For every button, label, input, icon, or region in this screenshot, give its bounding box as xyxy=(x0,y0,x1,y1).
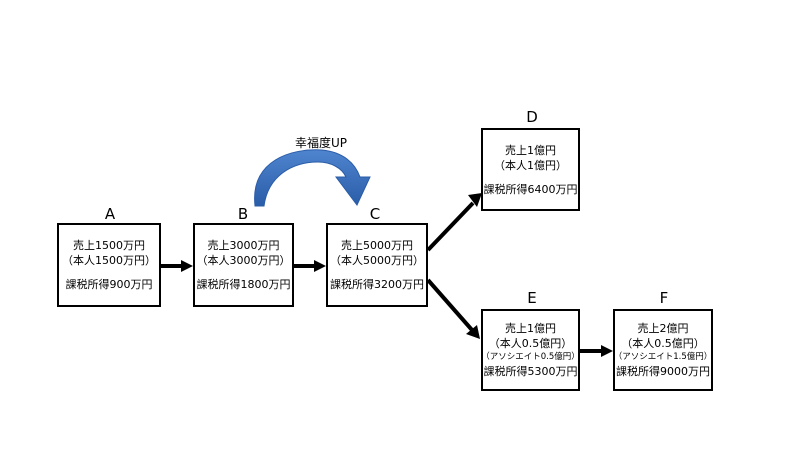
node-e-sales: 売上1億円 xyxy=(505,322,556,335)
node-b-income: 課税所得1800万円 xyxy=(196,278,291,291)
node-b-box: 売上3000万円 （本人3000万円） 課税所得1800万円 xyxy=(193,223,294,307)
arrowhead-c-to-e xyxy=(466,325,480,339)
node-a-self: （本人1500万円） xyxy=(62,254,156,267)
happiness-up-label: 幸福度UP xyxy=(295,136,348,150)
node-e-self: （本人0.5億円） xyxy=(488,337,573,350)
arrowhead-b-to-c xyxy=(314,260,326,272)
node-e-income: 課税所得5300万円 xyxy=(483,365,578,378)
node-c-sales: 売上5000万円 xyxy=(341,239,413,252)
node-b-letter: B xyxy=(237,205,249,223)
node-f-associate: （アソシエイト1.5億円） xyxy=(613,352,713,362)
node-b-self: （本人3000万円） xyxy=(196,254,291,267)
arrowhead-e-to-f xyxy=(601,345,613,357)
happiness-up-arc-arrow xyxy=(254,149,371,207)
node-c-letter: C xyxy=(369,205,381,223)
arrow-c-to-d xyxy=(426,201,475,252)
node-d-income: 課税所得6400万円 xyxy=(483,182,578,196)
node-d-letter: D xyxy=(526,108,538,126)
node-b-sales: 売上3000万円 xyxy=(207,239,280,252)
node-e-box: 売上1億円 （本人0.5億円） （アソシエイト0.5億円） 課税所得5300万円 xyxy=(481,309,580,391)
node-f-letter: F xyxy=(659,289,669,307)
arrow-c-to-e xyxy=(426,278,474,332)
arrowhead-c-to-d xyxy=(468,193,482,207)
node-f-self: （本人0.5億円） xyxy=(621,337,705,350)
node-f-sales: 売上2億円 xyxy=(637,322,689,335)
node-c-income: 課税所得3200万円 xyxy=(330,278,424,291)
node-a-income: 課税所得900万円 xyxy=(65,278,153,291)
node-f-income: 課税所得9000万円 xyxy=(616,365,710,378)
node-e-letter: E xyxy=(527,289,537,307)
node-c-self: （本人5000万円） xyxy=(330,254,424,267)
node-d-box: 売上1億円 （本人1億円） 課税所得6400万円 xyxy=(481,128,580,211)
node-d-sales: 売上1億円 xyxy=(505,143,556,157)
node-a-sales: 売上1500万円 xyxy=(73,239,145,252)
node-d-self: （本人1億円） xyxy=(494,158,567,172)
node-e-associate: （アソシエイト0.5億円） xyxy=(481,352,580,362)
node-c-box: 売上5000万円 （本人5000万円） 課税所得3200万円 xyxy=(326,223,428,307)
node-a-letter: A xyxy=(104,205,116,223)
node-a-box: 売上1500万円 （本人1500万円） 課税所得900万円 xyxy=(57,223,161,307)
arrowhead-a-to-b xyxy=(181,260,193,272)
node-f-box: 売上2億円 （本人0.5億円） （アソシエイト1.5億円） 課税所得9000万円 xyxy=(613,309,713,391)
